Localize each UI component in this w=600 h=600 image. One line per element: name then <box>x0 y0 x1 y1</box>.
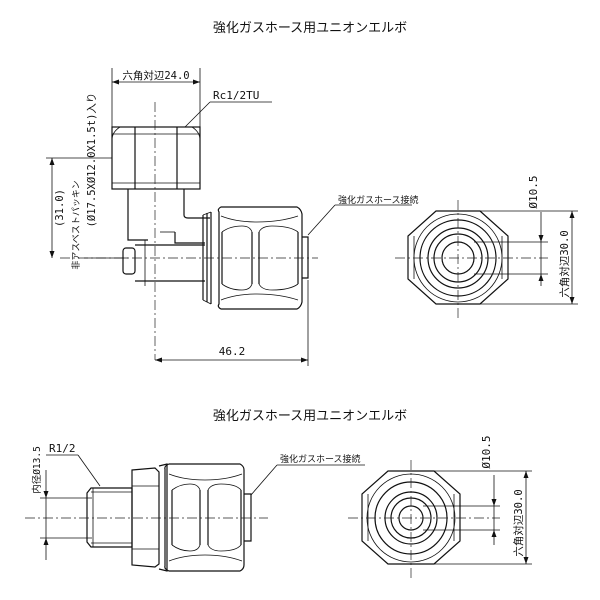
top-hose-connection-label: 強化ガスホース接続 <box>338 194 419 206</box>
top-hex-nut <box>111 126 201 190</box>
top-dim-height <box>46 157 112 258</box>
bottom-dim-hex-side <box>434 470 532 565</box>
bottom-hose-leader <box>250 464 278 496</box>
top-hose-leader <box>307 204 336 236</box>
top-thread-leader <box>184 101 211 128</box>
bottom-dim-bore-label: Ø10.5 <box>480 435 493 468</box>
top-title: 強化ガスホース用ユニオンエルボ <box>213 21 407 36</box>
top-dim-hex-width-label: 六角対辺24.0 <box>122 69 189 82</box>
top-packing-material: 非アスベストパッキン <box>70 180 82 269</box>
bottom-thread-leader <box>77 454 101 487</box>
top-elbow-body <box>122 189 212 305</box>
top-dim-bore <box>474 212 548 286</box>
bottom-dim-bore <box>423 475 500 545</box>
top-dim-length-label: 46.2 <box>219 345 246 358</box>
top-dim-hex-side <box>480 210 578 305</box>
bottom-thread-label: R1/2 <box>49 442 76 455</box>
top-dim-length <box>155 280 309 366</box>
top-thread-label: Rc1/2TU <box>213 89 259 102</box>
top-packing-note: (Ø17.5XØ12.0X1.5t)入り <box>86 93 98 228</box>
top-dim-height-label: (31.0) <box>54 189 66 227</box>
top-dim-hex-width <box>111 68 201 127</box>
bottom-dim-inner-label: 内径Ø13.5 <box>31 446 43 494</box>
bottom-hose-connection-label: 強化ガスホース接続 <box>280 453 361 465</box>
bottom-title: 強化ガスホース用ユニオンエルボ <box>213 409 407 424</box>
bottom-dim-hex-side-label: 六角対辺30.0 <box>512 489 525 556</box>
top-dim-bore-label: Ø10.5 <box>527 175 540 208</box>
top-dim-hex-side-label: 六角対辺30.0 <box>558 230 571 297</box>
top-union-nut <box>217 206 309 310</box>
bottom-dim-inner <box>40 470 92 560</box>
bottom-union-nut <box>164 463 252 572</box>
bottom-hex-body <box>131 463 168 572</box>
bottom-male-thread <box>86 487 133 548</box>
